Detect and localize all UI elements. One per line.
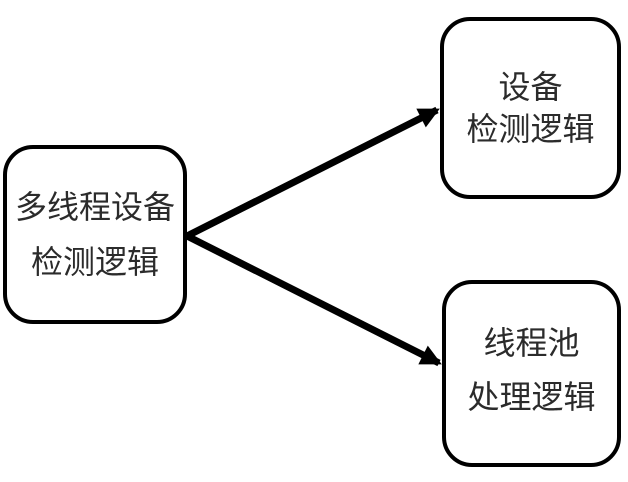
node-label: 多线程设备 检测逻辑: [15, 180, 175, 290]
node-label-line: 设备: [498, 68, 563, 106]
node-label-line: 多线程设备: [14, 187, 175, 226]
node-label-line: 线程池: [483, 323, 580, 362]
node-label-line: 检测逻辑: [30, 242, 159, 281]
node-label-line: 处理逻辑: [467, 377, 596, 416]
node-thread-pool-processing: 线程池 处理逻辑: [442, 280, 621, 467]
node-multithread-device-detection: 多线程设备 检测逻辑: [3, 145, 187, 324]
node-label-line: 检测逻辑: [466, 110, 595, 148]
node-label: 线程池 处理逻辑: [467, 316, 595, 424]
arrow-to-thread-pool: [185, 232, 442, 367]
node-label: 设备 检测逻辑: [466, 66, 594, 150]
node-device-detection: 设备 检测逻辑: [440, 17, 621, 199]
arrow-to-device-detection: [185, 106, 440, 240]
